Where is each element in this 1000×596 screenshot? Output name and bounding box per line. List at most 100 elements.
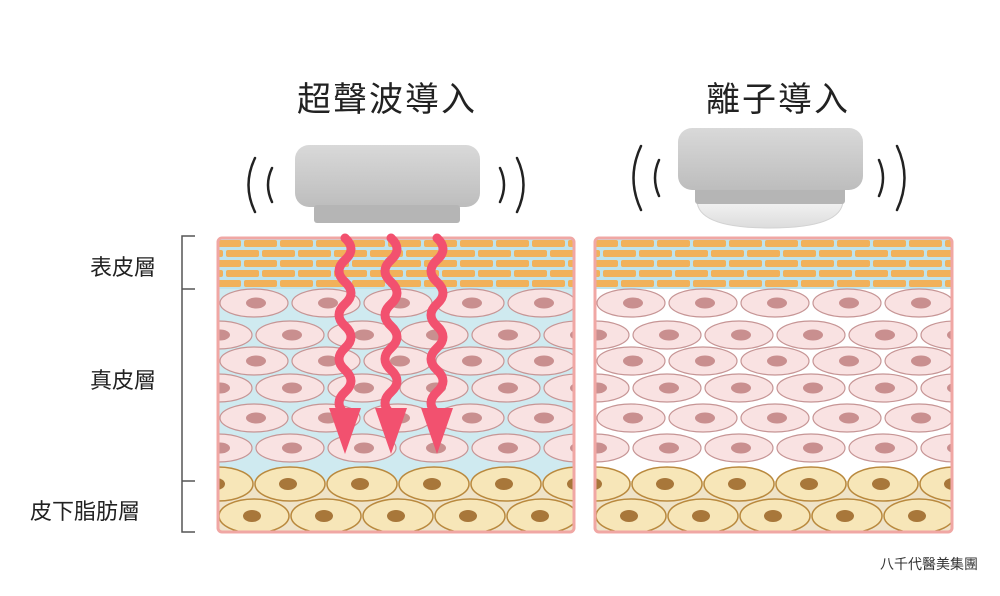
epidermis-cell — [244, 260, 277, 267]
epidermis-cell — [873, 240, 906, 247]
cell-nucleus — [390, 355, 410, 367]
epidermis-cell — [711, 250, 744, 257]
dermis-cell — [218, 373, 253, 403]
cell-nucleus — [218, 442, 230, 454]
cell-nucleus — [498, 442, 518, 454]
label-epidermis: 表皮層 — [90, 256, 157, 281]
cell-nucleus — [534, 297, 554, 309]
fat-nucleus — [595, 478, 602, 490]
epidermis-cell — [478, 250, 511, 257]
epidermis-cell — [621, 260, 654, 267]
cell-nucleus — [911, 297, 931, 309]
epidermis-cell — [819, 270, 852, 277]
cell-nucleus — [695, 355, 715, 367]
epidermis-cell — [747, 250, 780, 257]
brand-credit: 八千代醫美集團 — [880, 557, 978, 573]
dermis-cell — [595, 320, 630, 350]
epidermis-cell — [801, 260, 834, 267]
penetration-arrow-icon — [380, 233, 402, 419]
cell-nucleus — [731, 329, 751, 341]
cell-nucleus — [318, 355, 338, 367]
fat-nucleus — [836, 510, 854, 522]
cell-nucleus — [282, 329, 302, 341]
epidermis-cell — [406, 250, 439, 257]
epidermis-cell — [244, 240, 277, 247]
cell-nucleus — [282, 382, 302, 394]
epidermis-cell — [729, 260, 762, 267]
epidermis-cell — [298, 250, 331, 257]
cell-nucleus — [659, 329, 679, 341]
epidermis-cell — [352, 280, 385, 287]
cell-nucleus — [462, 412, 482, 424]
label-subcutaneous: 皮下脂肪層 — [30, 500, 141, 525]
cell-nucleus — [983, 413, 1000, 424]
epidermis-cell — [621, 240, 654, 247]
epidermis-cell — [550, 270, 574, 277]
cell-nucleus — [354, 442, 374, 454]
ultrasound-device-icon — [295, 145, 480, 223]
epidermis-cell — [909, 280, 942, 287]
cell-nucleus — [659, 382, 679, 394]
cell-nucleus — [174, 413, 194, 424]
epidermis-cell — [945, 240, 952, 247]
label-dermis: 真皮層 — [90, 369, 157, 394]
cell-nucleus — [174, 356, 194, 367]
cell-nucleus — [911, 412, 931, 424]
dermis-cell — [957, 289, 1000, 317]
dermis-cell — [920, 320, 952, 350]
epidermis-cell — [352, 240, 385, 247]
epidermis-cell — [819, 250, 852, 257]
fat-nucleus — [728, 478, 746, 490]
epidermis-cell — [639, 270, 672, 277]
fat-nucleus — [692, 510, 710, 522]
epidermis-cell — [218, 280, 241, 287]
cell-nucleus — [767, 412, 787, 424]
cell-nucleus — [947, 442, 952, 454]
arrow-head — [329, 408, 361, 454]
cell-nucleus — [767, 297, 787, 309]
cell-nucleus — [803, 329, 823, 341]
epidermis-cell — [280, 260, 313, 267]
epidermis-cell — [496, 260, 529, 267]
dermis-cell — [957, 404, 1000, 432]
dermis-cell — [543, 433, 574, 463]
cell-nucleus — [246, 412, 266, 424]
penetration-arrow-icon — [334, 233, 356, 419]
fat-nucleus — [351, 478, 369, 490]
epidermis-cell — [442, 270, 475, 277]
fat-cell — [542, 466, 574, 502]
epidermis-cell — [550, 250, 574, 257]
dermis-cell — [595, 373, 630, 403]
dermis-cell — [595, 433, 630, 463]
epidermis-cell — [496, 240, 529, 247]
fat-nucleus — [980, 510, 998, 522]
epidermis-cell — [693, 240, 726, 247]
fat-nucleus — [620, 510, 638, 522]
cell-nucleus — [695, 412, 715, 424]
epidermis-cell — [218, 240, 241, 247]
fat-nucleus — [423, 478, 441, 490]
epidermis-cell — [765, 280, 798, 287]
epidermis-cell — [801, 240, 834, 247]
cell-nucleus — [623, 297, 643, 309]
cell-nucleus — [354, 329, 374, 341]
fat-nucleus — [387, 510, 405, 522]
vibration-wave-icon — [632, 144, 906, 212]
epidermis-cell — [675, 250, 708, 257]
fat-nucleus — [800, 478, 818, 490]
fat-nucleus — [315, 510, 333, 522]
fat-nucleus — [656, 478, 674, 490]
cell-nucleus — [623, 412, 643, 424]
fat-cell — [956, 499, 1000, 533]
epidermis-cell — [891, 270, 924, 277]
fat-nucleus — [243, 510, 261, 522]
epidermis-cell — [783, 270, 816, 277]
epidermis-cell — [873, 260, 906, 267]
cell-nucleus — [595, 382, 607, 394]
cell-nucleus — [498, 329, 518, 341]
epidermis-cell — [801, 280, 834, 287]
epidermis-cell — [352, 260, 385, 267]
cell-nucleus — [947, 382, 952, 394]
cell-nucleus — [246, 355, 266, 367]
